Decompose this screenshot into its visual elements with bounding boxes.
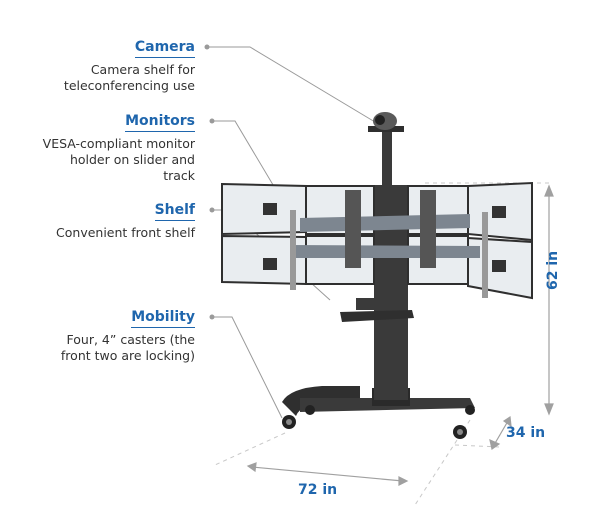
mobility-description: Four, 4” casters (the front two are lock… <box>60 332 195 363</box>
monitors-title: Monitors <box>125 113 195 132</box>
mobility-title: Mobility <box>131 309 195 328</box>
camera-mast <box>382 132 392 187</box>
width-dimension-label: 72 in <box>298 482 338 498</box>
mount-rails <box>263 190 506 298</box>
camera-description: Camera shelf for teleconferencing use <box>63 62 195 93</box>
camera-callout: Camera Camera shelf for teleconferencing… <box>20 38 195 94</box>
mobility-callout: Mobility Four, 4” casters (the front two… <box>20 308 195 364</box>
dimension-arrows <box>246 184 554 486</box>
monitors-callout: Monitors VESA-compliant monitor holder o… <box>20 112 195 184</box>
height-dimension-label: 62 in <box>545 250 561 290</box>
shelf-callout: Shelf Convenient front shelf <box>20 201 195 241</box>
camera <box>368 112 404 132</box>
camera-title: Camera <box>134 39 195 58</box>
leader-dots <box>204 44 215 320</box>
monitors-description: VESA-compliant monitor holder on slider … <box>42 136 195 183</box>
shelf-title: Shelf <box>154 202 195 221</box>
cart-base <box>282 386 475 439</box>
shelf-description: Convenient front shelf <box>56 225 195 240</box>
front-shelf <box>340 298 414 322</box>
depth-dimension-label: 34 in <box>506 425 546 441</box>
